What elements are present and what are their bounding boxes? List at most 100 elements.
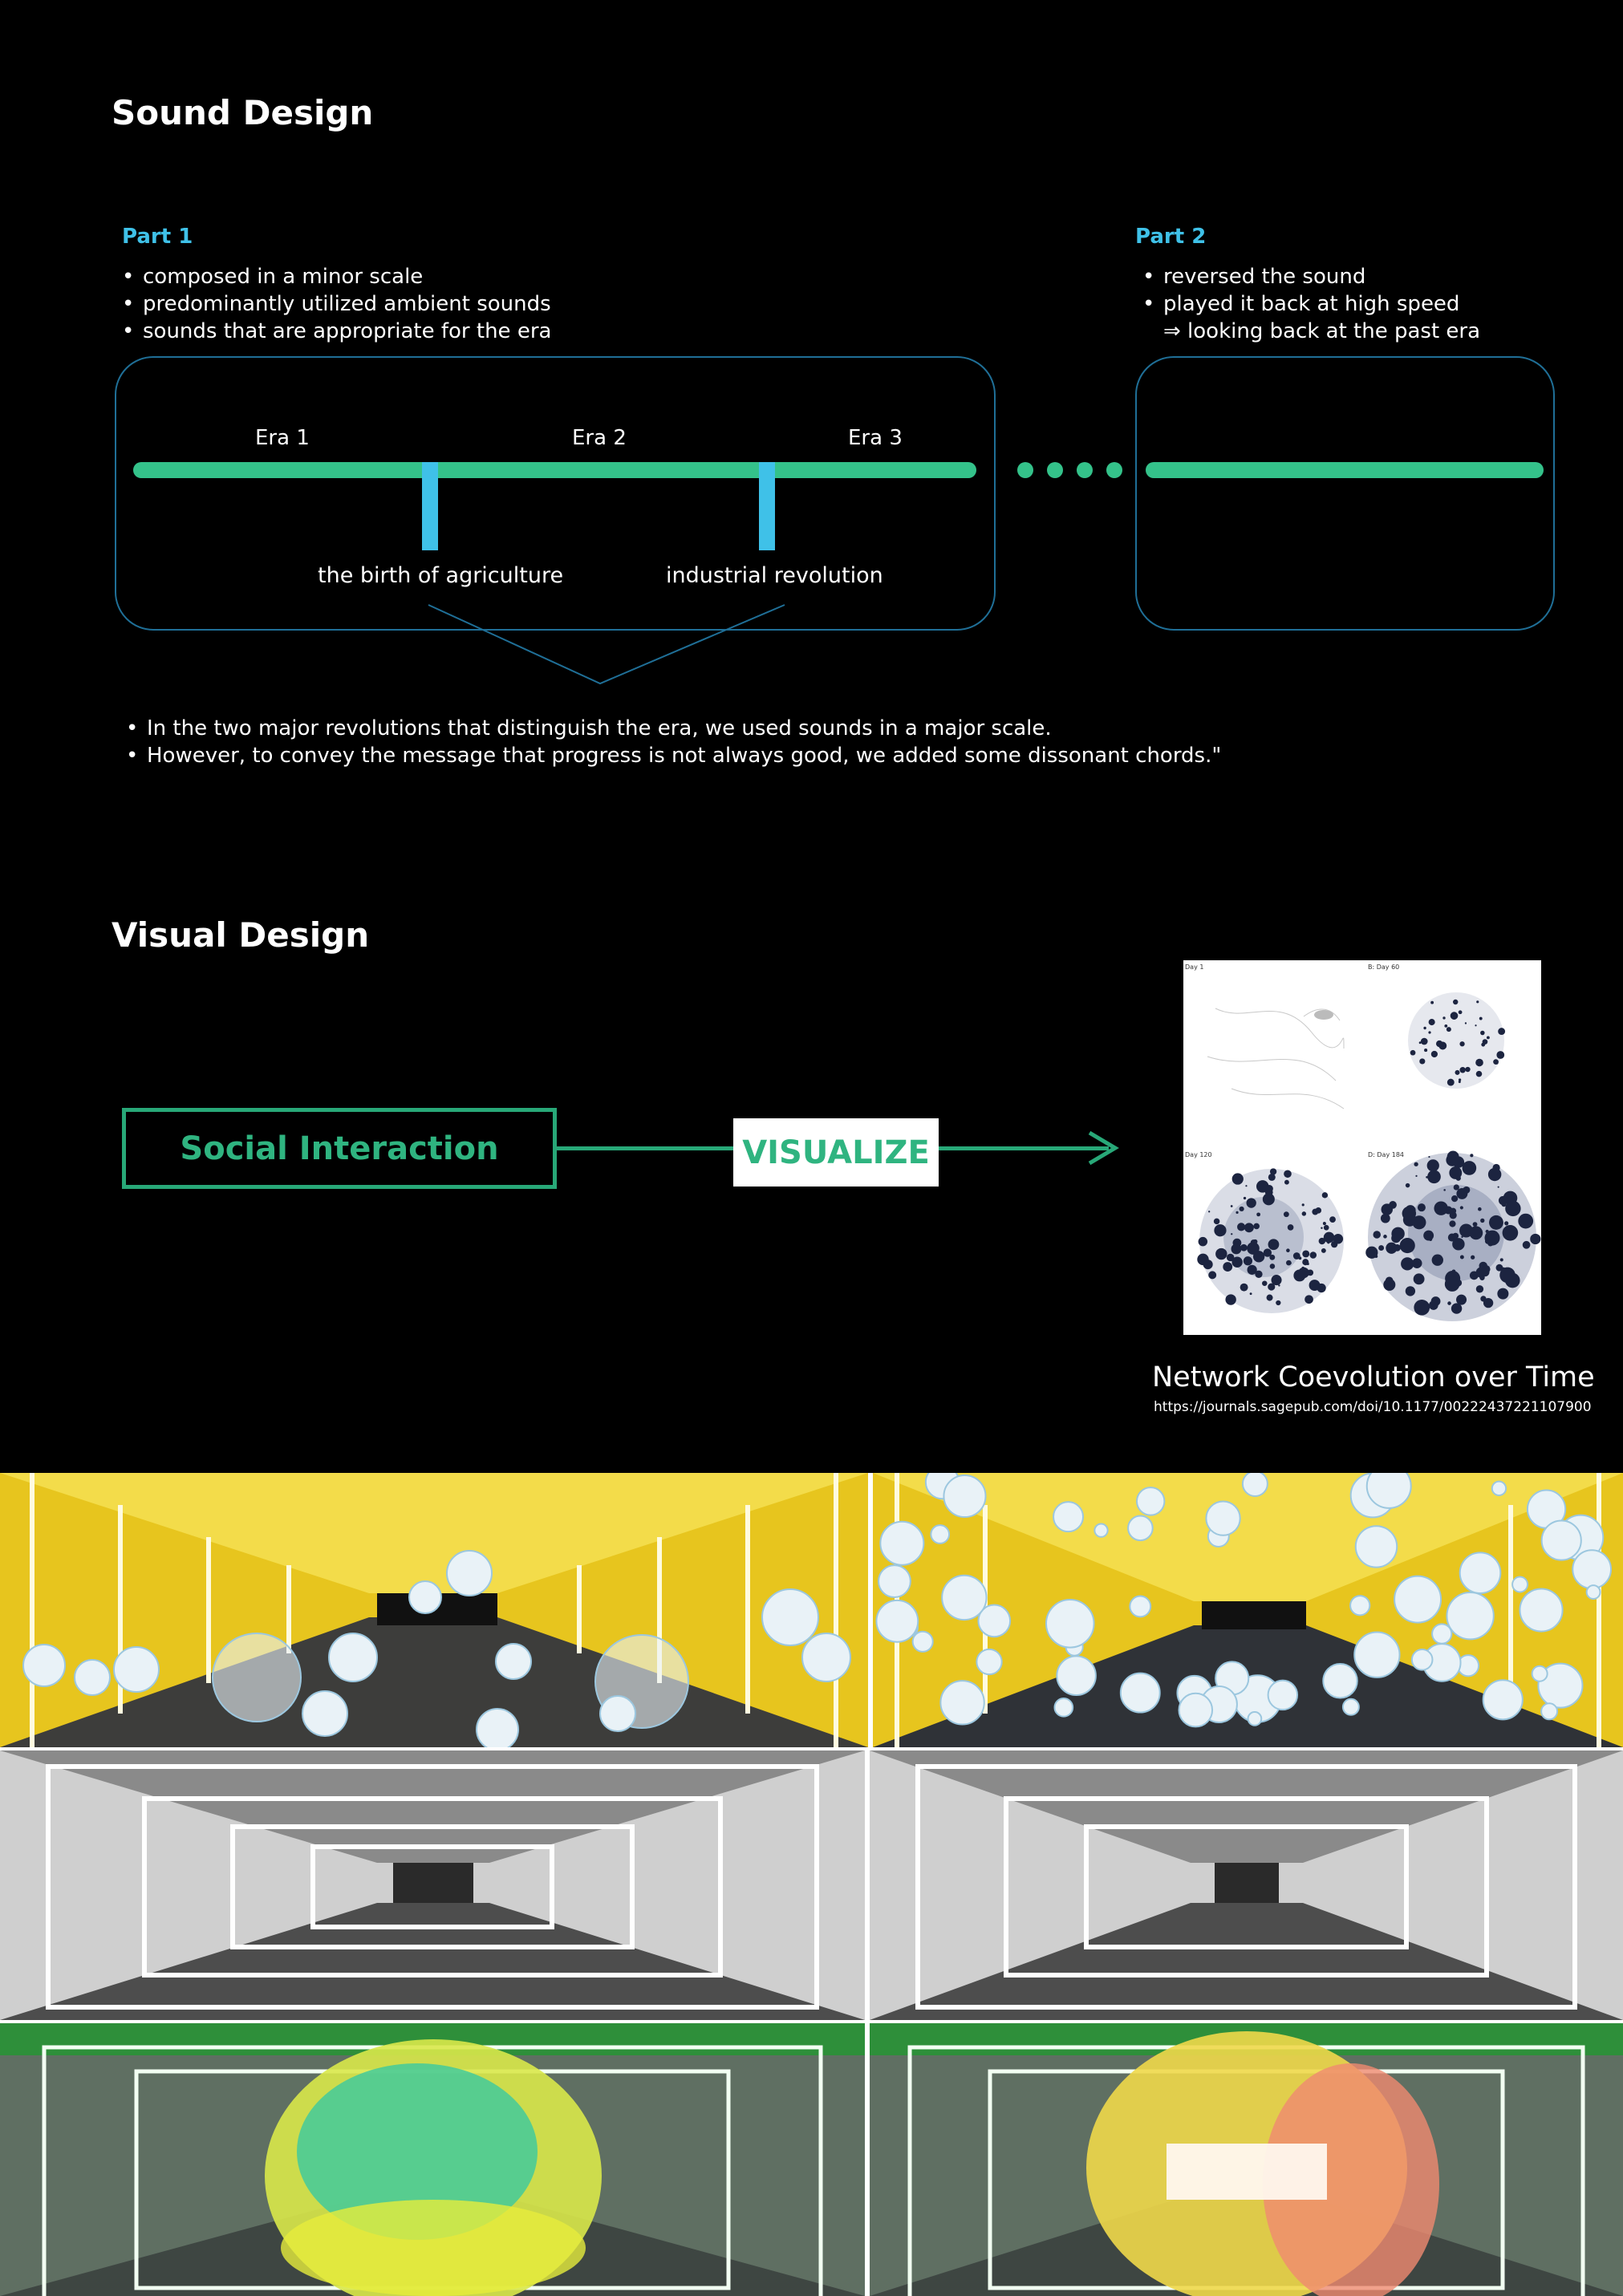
network-node [1333, 1234, 1344, 1244]
network-node [1455, 1175, 1461, 1181]
network-dots [1197, 999, 1541, 1316]
network-node [1264, 1250, 1268, 1253]
bubble [1482, 1679, 1524, 1721]
panel-label: B: Day 60 [1368, 963, 1400, 971]
network-node [1452, 1238, 1465, 1251]
bracket-connector [428, 604, 785, 685]
bubble [941, 1574, 988, 1621]
bubble [1053, 1501, 1085, 1533]
bubble [1572, 1549, 1613, 1590]
network-node [1321, 1227, 1323, 1229]
bubble [875, 1599, 919, 1643]
network-node [1302, 1250, 1310, 1258]
network-node [1315, 1207, 1322, 1214]
network-node [1459, 1066, 1466, 1073]
bubble [1531, 1665, 1548, 1682]
network-node [1269, 1254, 1276, 1260]
network-node [1450, 1012, 1459, 1020]
network-node [1452, 1275, 1460, 1283]
part1-bullet: predominantly utilized ambient sounds [122, 290, 684, 318]
sound-note: In the two major revolutions that distin… [126, 715, 1329, 742]
network-node [1411, 1258, 1422, 1268]
network-node [1239, 1206, 1244, 1212]
network-node [1231, 1173, 1244, 1185]
network-node [1475, 1267, 1487, 1278]
network-node [1213, 1218, 1220, 1225]
network-node [1480, 1296, 1487, 1302]
network-node [1427, 1170, 1441, 1184]
network-node [1497, 1288, 1509, 1300]
network-node [1410, 1049, 1416, 1056]
network-node [1530, 1233, 1541, 1245]
network-node [1373, 1231, 1381, 1239]
bubble [1341, 1698, 1360, 1716]
network-node [1452, 1232, 1459, 1239]
network-node [1444, 1024, 1448, 1028]
network-node [1327, 1240, 1330, 1244]
network-node [1287, 1224, 1294, 1231]
network-node [1253, 1223, 1260, 1230]
network-node [1459, 1206, 1463, 1210]
render-yellow-bubbles-2 [873, 1473, 1623, 1747]
bubble [1119, 1672, 1161, 1714]
bubble [1129, 1595, 1152, 1618]
network-node [1230, 1205, 1233, 1207]
network-node [1414, 1162, 1418, 1166]
render-green-particles-1 [0, 2023, 865, 2296]
bubble [1537, 1662, 1584, 1709]
bubble [1491, 1480, 1507, 1497]
network-node [1292, 1252, 1300, 1260]
bubble [1540, 1519, 1582, 1561]
network-node [1268, 1239, 1280, 1251]
part2-continuation: ⇒ looking back at the past era [1163, 319, 1481, 343]
bubble [1178, 1692, 1214, 1728]
network-node [1269, 1264, 1276, 1269]
network-node [1426, 1175, 1428, 1178]
network-node [1495, 1061, 1499, 1065]
bubble [879, 1520, 925, 1566]
bubble [1267, 1679, 1299, 1711]
bubble [1241, 1473, 1268, 1497]
network-node [1231, 1233, 1233, 1235]
network-figure: Day 1 B: Day 60 Day 120 D: Day 184 [1183, 960, 1541, 1335]
network-node [1271, 1275, 1282, 1286]
network-node [1499, 1258, 1503, 1262]
arrow-right-icon [1088, 1130, 1119, 1166]
network-node [1256, 1212, 1261, 1217]
era-label-3: Era 3 [848, 426, 903, 450]
ellipsis-dot [1017, 462, 1033, 478]
network-node [1428, 1019, 1435, 1026]
network-node [1480, 1218, 1485, 1223]
network-node [1240, 1243, 1248, 1251]
render-gray-hall-2 [870, 1750, 1623, 2020]
bubble [878, 1564, 911, 1598]
network-node [1428, 1031, 1431, 1034]
visual-design-title: Visual Design [112, 915, 370, 955]
network-node [1286, 1260, 1292, 1266]
network-node [1301, 1211, 1307, 1216]
render-yellow-bubbles-1 [0, 1473, 868, 1747]
network-node [1415, 1174, 1418, 1178]
render-gray-art [0, 1750, 865, 2020]
network-node [1498, 1195, 1508, 1206]
bubble [977, 1604, 1012, 1638]
network-node [1449, 1220, 1456, 1227]
event-industrial: industrial revolution [666, 563, 883, 588]
bubble [1540, 1702, 1559, 1721]
network-node [1266, 1294, 1273, 1301]
network-node [1255, 1270, 1263, 1278]
network-node [1298, 1256, 1302, 1260]
network-node [1278, 1284, 1280, 1287]
network-node [1385, 1276, 1394, 1285]
part1-timeline-box [115, 356, 996, 631]
network-node [1458, 1078, 1462, 1081]
network-node [1430, 1000, 1434, 1004]
part2-bullets: reversed the sound played it back at hig… [1142, 263, 1560, 345]
network-node [1431, 1254, 1443, 1266]
network-node [1323, 1224, 1329, 1231]
network-node [1309, 1251, 1317, 1259]
network-node [1475, 1024, 1477, 1027]
network-node [1458, 1010, 1463, 1015]
bubble [1519, 1588, 1564, 1633]
part1-bullet: composed in a minor scale [122, 263, 684, 290]
